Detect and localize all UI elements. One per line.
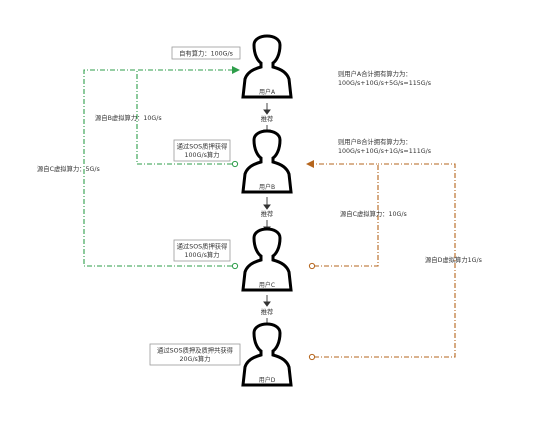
side-label-from-c-left: 源自C虚拟算力：5G/s (37, 164, 100, 173)
side-label-from-b: 源自B虚拟算力：10G/s (95, 113, 162, 122)
note-a-total-line-1: 则用户A合计拥有算力为： (338, 69, 412, 78)
recommend-label-c-d: 推荐 (261, 307, 274, 316)
note-b-total-line-1: 则用户B合计拥有算力为： (338, 137, 412, 146)
box-c-stake-power-line-2: 100G/s算力 (185, 250, 220, 259)
box-b-stake-power: 通过SOS质押获得 100G/s算力 (173, 139, 231, 162)
box-d-stake-power-line-1: 通过SOS质押及质押共获得 (157, 346, 233, 355)
note-b-total-line-2: 100G/s+10G/s+1G/s=111G/s (338, 148, 431, 155)
orange-connectors (314, 163, 456, 358)
green-arrowhead (232, 66, 240, 74)
recommend-label-b-c: 推荐 (261, 209, 274, 218)
box-a-self-power-line-1: 自有算力：100G/s (179, 49, 233, 58)
box-b-stake-power-line-2: 100G/s算力 (185, 150, 220, 159)
person-icon-b: 用户B (241, 129, 293, 194)
box-b-stake-power-line-1: 通过SOS质押获得 (177, 142, 228, 151)
orange-endpoint-c (308, 262, 316, 270)
user-label-c: 用户C (259, 281, 275, 289)
person-icon-a: 用户A (241, 34, 293, 99)
person-icon-d: 用户D (241, 322, 293, 387)
note-a-total-line-2: 100G/s+10G/s+5G/s=115G/s (338, 80, 431, 87)
person-icon-c: 用户C (241, 227, 293, 292)
recommend-label-a-b: 推荐 (261, 114, 274, 123)
user-label-a: 用户A (259, 88, 276, 96)
connector-c-to-a (83, 69, 232, 267)
box-d-stake-power-line-2: 20G/s算力 (180, 354, 211, 363)
connector-d-to-b (314, 163, 456, 358)
box-c-stake-power: 通过SOS质押获得 100G/s算力 (173, 239, 231, 262)
green-endpoint-c (231, 262, 239, 270)
green-endpoint-b (231, 160, 239, 168)
orange-arrowhead (306, 160, 314, 168)
side-label-from-c-right: 源自C虚拟算力：10G/s (340, 209, 407, 218)
box-c-stake-power-line-1: 通过SOS质押获得 (177, 242, 228, 251)
green-connectors (83, 69, 232, 267)
side-label-from-d: 源自D虚拟算力1G/s (425, 255, 482, 264)
box-a-self-power: 自有算力：100G/s (171, 46, 241, 60)
connector-b-to-a (136, 69, 232, 165)
box-d-stake-power: 通过SOS质押及质押共获得 20G/s算力 (149, 343, 241, 366)
connector-c-to-b (314, 163, 379, 267)
user-label-d: 用户D (259, 376, 276, 384)
user-label-b: 用户B (259, 183, 275, 191)
orange-endpoint-d (308, 353, 316, 361)
